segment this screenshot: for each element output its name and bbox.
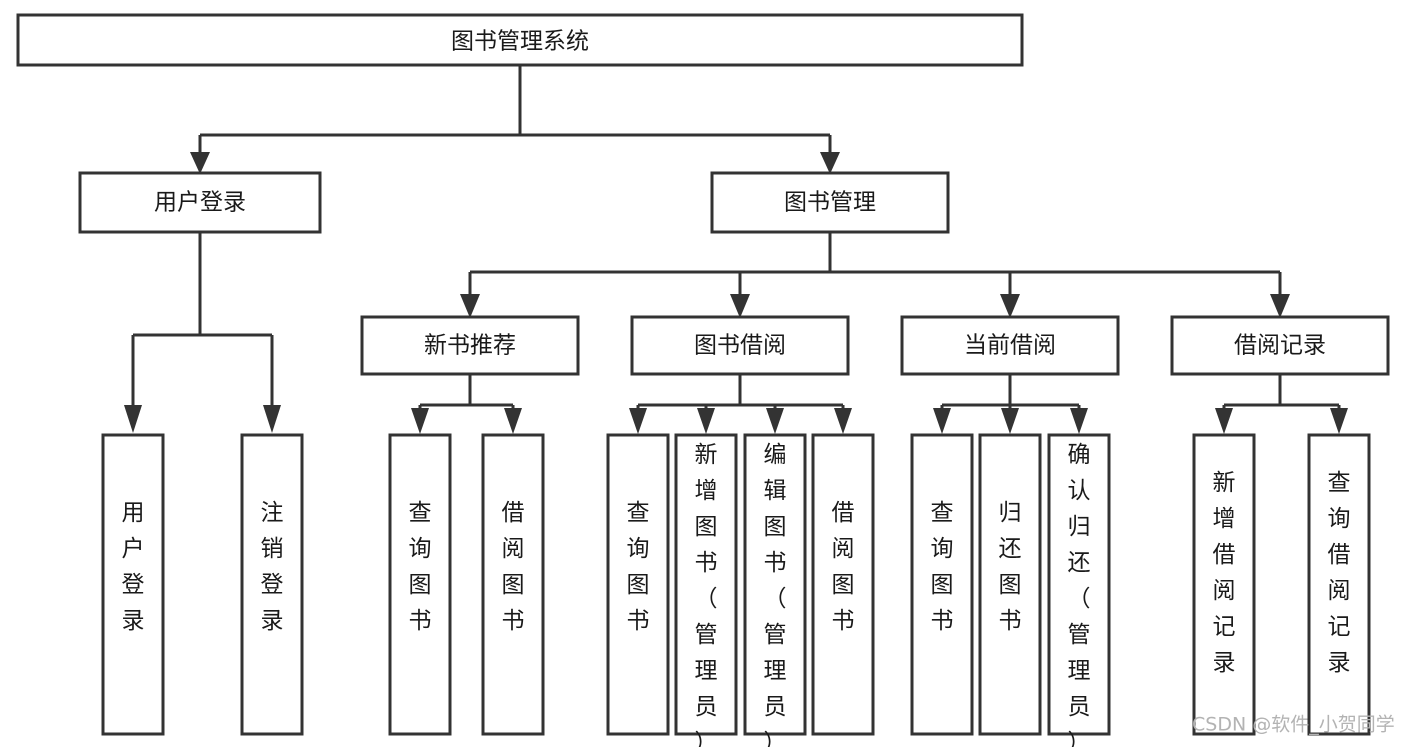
node-current-borrow-label: 当前借阅 [964,333,1056,359]
leaf-borrow-book-1[interactable]: 借阅图书 [481,433,545,736]
leaf-add-book-admin-box[interactable] [674,433,738,736]
node-current-borrow-box[interactable] [900,315,1120,376]
connectors-layer [124,65,1348,434]
node-borrow-record-label: 借阅记录 [1234,333,1326,359]
node-user-login-box[interactable] [78,171,322,234]
leaf-query-book-2-label: 查询图书 [627,500,650,634]
node-root-box[interactable] [16,13,1024,67]
leaf-query-book-3-label: 查询图书 [931,500,954,634]
arrow-to-book-borrow [730,294,750,318]
arrow-to-book-manage [820,152,840,174]
node-user-login-label: 用户登录 [154,190,246,216]
arrow-to-leaf-logout [263,405,281,433]
arrow-to-leaf-return-book [1001,408,1019,434]
leaf-query-book-2[interactable]: 查询图书 [606,433,670,736]
node-root-label: 图书管理系统 [451,29,589,55]
arrow-to-leaf-query-book-3 [933,408,951,434]
arrow-to-leaf-query-record [1330,408,1348,434]
leaf-user-login[interactable]: 用户登录 [101,433,165,736]
leaf-add-record[interactable]: 新增借阅记录 [1192,433,1256,736]
leaf-borrow-book-1-label: 借阅图书 [502,500,525,634]
leaf-borrow-book-2[interactable]: 借阅图书 [811,433,875,736]
arrow-to-leaf-confirm-return [1070,408,1088,434]
node-user-login[interactable]: 用户登录 [78,171,322,234]
node-borrow-record[interactable]: 借阅记录 [1170,315,1390,376]
leaf-confirm-return-admin-box[interactable] [1047,433,1111,736]
node-book-borrow-label: 图书借阅 [694,333,786,359]
leaf-logout-box[interactable] [240,433,304,736]
arrow-to-current-borrow [1000,294,1020,318]
leaf-add-record-label: 新增借阅记录 [1213,470,1236,676]
leaf-query-record-label: 查询借阅记录 [1328,470,1351,676]
node-book-borrow-box[interactable] [630,315,850,376]
node-book-borrow[interactable]: 图书借阅 [630,315,850,376]
leaf-borrow-book-2-box[interactable] [811,433,875,736]
leaf-query-book-3-box[interactable] [910,433,974,736]
leaf-add-record-box[interactable] [1192,433,1256,736]
arrow-to-leaf-borrow-book-1 [504,408,522,434]
leaf-user-login-box[interactable] [101,433,165,736]
leaf-query-record-box[interactable] [1307,433,1371,736]
leaf-borrow-book-1-box[interactable] [481,433,545,736]
node-new-book-rec-label: 新书推荐 [424,333,516,359]
arrow-to-leaf-user-login [124,405,142,433]
leaf-query-book-1-label: 查询图书 [409,500,432,634]
node-new-book-rec[interactable]: 新书推荐 [360,315,580,376]
arrow-to-leaf-edit-book-admin [766,408,784,434]
leaf-return-book-label: 归还图书 [999,500,1022,634]
leaf-return-book-box[interactable] [978,433,1042,736]
leaf-user-login-label: 用户登录 [122,500,145,634]
arrow-to-leaf-add-record [1215,408,1233,434]
leaf-query-book-3[interactable]: 查询图书 [910,433,974,736]
node-book-manage[interactable]: 图书管理 [710,171,950,234]
csdn-watermark: CSDN @软件_小贺同学 [1192,714,1395,736]
leaf-confirm-return-admin[interactable]: 确认归还（管理员） [1047,433,1111,747]
arrow-to-user-login [190,152,210,174]
arrow-to-borrow-record [1270,294,1290,318]
leaf-edit-book-admin-box[interactable] [743,433,807,736]
leaf-query-record[interactable]: 查询借阅记录 [1307,433,1371,736]
node-new-book-rec-box[interactable] [360,315,580,376]
leaf-logout[interactable]: 注销登录 [240,433,304,736]
node-root[interactable]: 图书管理系统 [16,13,1024,67]
node-book-manage-label: 图书管理 [784,190,876,216]
leaf-query-book-1[interactable]: 查询图书 [388,433,452,736]
leaf-borrow-book-2-label: 借阅图书 [832,500,855,634]
leaf-query-book-1-box[interactable] [388,433,452,736]
leaf-query-book-2-box[interactable] [606,433,670,736]
node-book-manage-box[interactable] [710,171,950,234]
arrow-to-new-book-rec [460,294,480,318]
arrow-to-leaf-query-book-2 [629,408,647,434]
node-current-borrow[interactable]: 当前借阅 [900,315,1120,376]
leaf-logout-label: 注销登录 [261,500,284,634]
arrow-to-leaf-query-book-1 [411,408,429,434]
arrow-to-leaf-borrow-book-2 [834,408,852,434]
leaf-edit-book-admin-label: 编辑图书（管理员） [764,442,787,747]
leaf-edit-book-admin[interactable]: 编辑图书（管理员） [743,433,807,747]
leaf-return-book[interactable]: 归还图书 [978,433,1042,736]
arrow-to-leaf-add-book-admin [697,408,715,434]
leaf-add-book-admin[interactable]: 新增图书（管理员） [674,433,738,747]
leaf-add-book-admin-label: 新增图书（管理员） [695,442,718,747]
node-borrow-record-box[interactable] [1170,315,1390,376]
leaf-confirm-return-admin-label: 确认归还（管理员） [1068,442,1091,747]
